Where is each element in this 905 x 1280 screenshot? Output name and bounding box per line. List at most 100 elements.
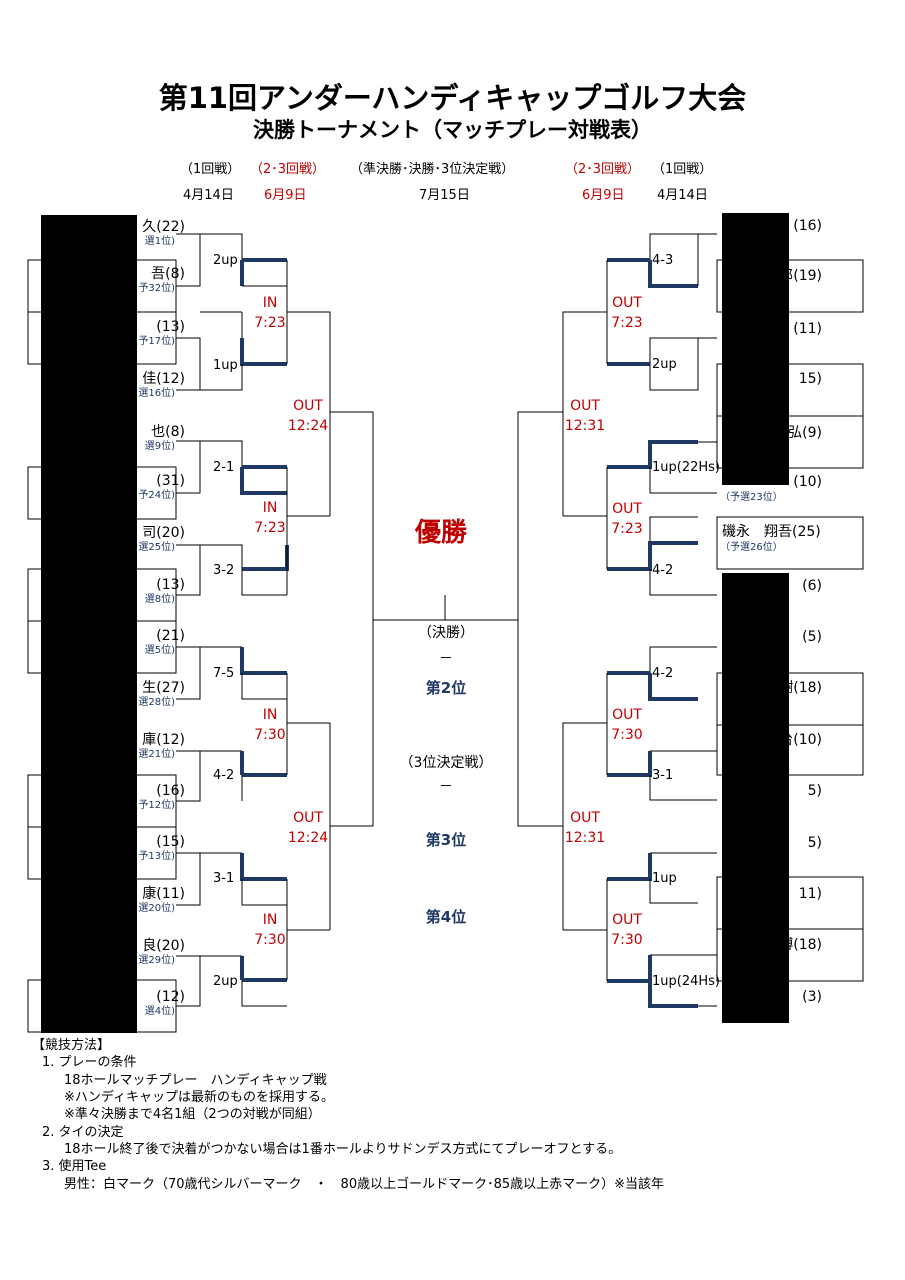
right-player-box bbox=[716, 259, 864, 313]
date-round1-right: 4月14日 bbox=[657, 188, 708, 203]
right-player-name: (6) bbox=[802, 578, 822, 594]
left-player-name: (16) bbox=[156, 783, 185, 799]
left-player-name: 康(11) bbox=[142, 886, 185, 902]
right-player-name: (11) bbox=[793, 321, 822, 337]
right-player-name: 郎(19) bbox=[779, 268, 822, 284]
right-r2-time: OUT 7:30 bbox=[611, 912, 643, 948]
right-result: 4-2 bbox=[652, 666, 674, 681]
right-player-box bbox=[716, 516, 864, 570]
left-player-name: 吾(8) bbox=[151, 266, 185, 282]
right-player-name: 台(10) bbox=[779, 732, 822, 748]
left-player-sub: 選5位) bbox=[144, 645, 175, 656]
second-place-label: 第2位 bbox=[425, 679, 467, 697]
left-player-sub: 選16位) bbox=[138, 388, 175, 399]
left-player-sub: 選4位) bbox=[144, 1006, 175, 1017]
right-player-name: (3) bbox=[802, 989, 822, 1005]
right-player-sub: （予選26位） bbox=[720, 542, 783, 553]
right-r3-time: OUT 12:31 bbox=[564, 810, 606, 846]
rules-item1-line: 18ホールマッチプレー ハンディキャップ戦 bbox=[64, 1073, 327, 1088]
left-result: 1up bbox=[213, 358, 238, 373]
left-r2-time: IN 7:30 bbox=[254, 707, 286, 743]
final-dash: － bbox=[439, 651, 453, 667]
right-r3-time: OUT 12:31 bbox=[564, 398, 606, 434]
left-r3-time: OUT 12:24 bbox=[287, 398, 329, 434]
right-r2-time: OUT 7:23 bbox=[611, 501, 643, 537]
right-player-name: (5) bbox=[802, 629, 822, 645]
right-result: 4-2 bbox=[652, 563, 674, 578]
left-player-sub: 選20位) bbox=[138, 903, 175, 914]
left-player-name: (13) bbox=[156, 577, 185, 593]
right-player-name: 弘(9) bbox=[788, 425, 822, 441]
left-player-sub: 選21位) bbox=[138, 749, 175, 760]
left-player-name: 佳(12) bbox=[142, 371, 185, 387]
left-result: 2up bbox=[213, 974, 238, 989]
left-player-name: (12) bbox=[156, 989, 185, 1005]
rules-item1-line: ※準々決勝まで4名1組（2つの対戦が同組） bbox=[64, 1107, 321, 1122]
left-player-name: (31) bbox=[156, 473, 185, 489]
left-player-sub: 予32位) bbox=[138, 283, 175, 294]
right-player-name: 11) bbox=[798, 886, 822, 902]
rules-heading: 【競技方法】 bbox=[32, 1038, 111, 1053]
left-r3-time: OUT 12:24 bbox=[287, 810, 329, 846]
right-player-name: 5) bbox=[807, 835, 822, 851]
right-player-name: (10) bbox=[793, 474, 822, 490]
third-place-label: 第3位 bbox=[425, 831, 467, 849]
header-round1-left: （1回戦） bbox=[180, 162, 241, 177]
left-player-sub: 予17位) bbox=[138, 336, 175, 347]
left-player-name: (15) bbox=[156, 834, 185, 850]
header-round23-right: （2･3回戦） bbox=[565, 162, 641, 177]
date-round1-left: 4月14日 bbox=[183, 188, 234, 203]
header-round1-right: （1回戦） bbox=[652, 162, 713, 177]
left-player-name: 也(8) bbox=[151, 424, 185, 440]
left-player-name: 庫(12) bbox=[142, 732, 185, 748]
third-match-dash: － bbox=[439, 779, 453, 795]
left-result: 3-1 bbox=[213, 871, 235, 886]
right-player-sub: （予選23位） bbox=[720, 492, 783, 503]
left-r2-time: IN 7:23 bbox=[254, 500, 286, 536]
right-result: 4-3 bbox=[652, 253, 674, 268]
right-result: 1up(24Hs) bbox=[652, 974, 720, 989]
winner-label: 優勝 bbox=[415, 518, 468, 548]
left-r2-time: IN 7:23 bbox=[254, 295, 286, 331]
left-result: 7-5 bbox=[213, 666, 235, 681]
right-result: 1up(22Hs) bbox=[652, 460, 720, 475]
right-result: 1up bbox=[652, 871, 677, 886]
date-round23-right: 6月9日 bbox=[582, 188, 625, 203]
right-player-name: 磯永 翔吾(25) bbox=[722, 524, 821, 540]
right-result: 2up bbox=[652, 357, 677, 372]
right-player-name: 5) bbox=[807, 783, 822, 799]
header-round23-left: （2･3回戦） bbox=[250, 162, 326, 177]
page-subtitle: 決勝トーナメント（マッチプレー対戦表） bbox=[253, 118, 652, 142]
final-label: （決勝） bbox=[418, 625, 474, 641]
rules-item1-title: 1. プレーの条件 bbox=[42, 1055, 137, 1070]
left-result: 3-2 bbox=[213, 563, 235, 578]
left-player-sub: 選8位) bbox=[144, 594, 175, 605]
redaction-mask-right-bottom bbox=[722, 573, 789, 1023]
left-player-sub: 選29位) bbox=[138, 955, 175, 966]
right-r2-time: OUT 7:30 bbox=[611, 707, 643, 743]
right-player-name: 博(18) bbox=[779, 937, 822, 953]
right-r2-time: OUT 7:23 bbox=[611, 295, 643, 331]
third-match-label: （3位決定戦） bbox=[399, 755, 493, 771]
page-title: 第11回アンダーハンディキャップゴルフ大会 bbox=[158, 81, 747, 115]
right-player-box bbox=[716, 724, 864, 776]
right-player-name: 15) bbox=[798, 371, 822, 387]
left-player-name: 久(22) bbox=[142, 219, 185, 235]
rules-item3-title: 3. 使用Tee bbox=[42, 1159, 107, 1174]
left-player-name: 良(20) bbox=[142, 938, 185, 954]
left-result: 2up bbox=[213, 253, 238, 268]
left-player-sub: 選25位) bbox=[138, 542, 175, 553]
left-player-sub: 予12位) bbox=[138, 800, 175, 811]
left-player-name: (13) bbox=[156, 319, 185, 335]
left-r2-time: IN 7:30 bbox=[254, 912, 286, 948]
right-player-name: (16) bbox=[793, 218, 822, 234]
left-player-name: 生(27) bbox=[142, 680, 185, 696]
left-player-sub: 選9位) bbox=[144, 441, 175, 452]
left-result: 2-1 bbox=[213, 460, 235, 475]
rules-item1-line: ※ハンディキャップは最新のものを採用する。 bbox=[64, 1090, 334, 1105]
fourth-place-label: 第4位 bbox=[425, 908, 467, 926]
header-finals: （準決勝･決勝･3位決定戦） bbox=[350, 162, 515, 177]
left-player-sub: 選28位) bbox=[138, 697, 175, 708]
right-player-name: 樹(18) bbox=[779, 680, 822, 696]
